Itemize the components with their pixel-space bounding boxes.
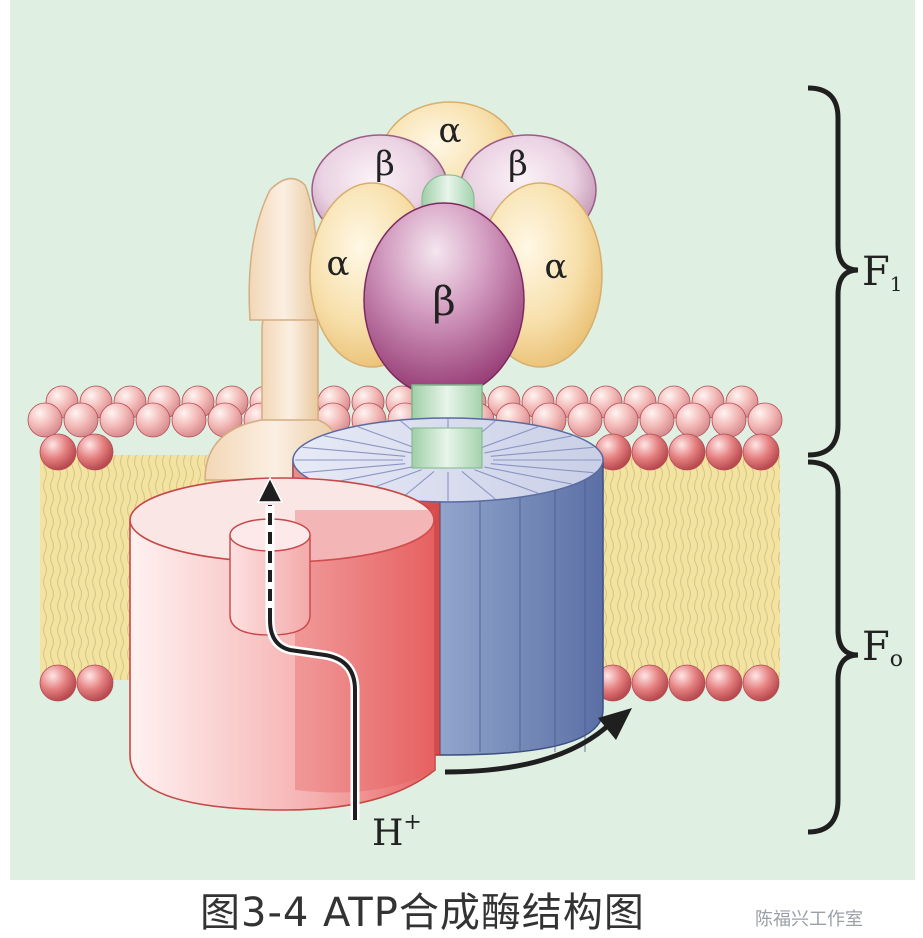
lipid-head — [63, 402, 99, 438]
watermark: 陈福兴工作室 — [755, 909, 863, 930]
alpha-right-label: α — [545, 247, 568, 287]
rotor-top-spoke — [484, 466, 572, 485]
lipid-head — [135, 402, 171, 438]
lipid-head — [705, 664, 743, 702]
lipid-head — [705, 433, 743, 471]
rotation-arrow — [444, 708, 632, 775]
rotor-top-spoke — [461, 470, 496, 500]
lipid-head — [171, 402, 207, 438]
lipid-head — [711, 402, 747, 438]
lipid-head — [742, 664, 780, 702]
f1-head: α β β α α β — [309, 101, 603, 398]
lipid-head — [76, 664, 114, 702]
lipid-heads-top-row — [39, 433, 780, 471]
lipid-head — [567, 402, 603, 438]
beta-left-label: β — [375, 144, 395, 184]
lipid-head — [742, 433, 780, 471]
lipid-head — [631, 664, 669, 702]
lipid-head — [27, 402, 63, 438]
lipid-head — [675, 402, 711, 438]
alpha-left-label: α — [327, 244, 350, 284]
rotor-top-spoke — [484, 435, 572, 454]
lipid-head — [39, 664, 77, 702]
beta-front-label: β — [432, 279, 455, 325]
fo-label: Fo — [862, 624, 903, 672]
rotor-top-spoke — [400, 470, 435, 500]
lipid-head — [603, 402, 639, 438]
alpha-top-label: α — [439, 111, 462, 151]
rotor-top-spoke — [302, 463, 406, 474]
beta-right-label: β — [508, 144, 528, 184]
proton-label: H+ — [372, 810, 422, 854]
lipid-head — [668, 433, 706, 471]
lipid-head — [639, 402, 675, 438]
lipid-head — [631, 433, 669, 471]
proton-path-arrow — [256, 476, 360, 820]
lipid-head — [39, 433, 77, 471]
rotor-top-spoke — [474, 469, 539, 494]
peripheral-stalk — [204, 177, 346, 481]
lipid-heads-bottom-row — [39, 664, 780, 702]
lipid-head — [99, 402, 135, 438]
f1-brace — [807, 85, 859, 458]
f1-label: F1 — [862, 249, 903, 296]
fo-brace — [807, 459, 859, 835]
rotor-top-spoke — [474, 426, 539, 451]
rotor-top-spoke — [490, 463, 594, 474]
lipid-head — [668, 664, 706, 702]
rotor-top-spoke — [302, 446, 406, 457]
lipid-head — [747, 402, 783, 438]
rotor-top-spoke — [324, 435, 412, 454]
rotor-top-spoke — [490, 446, 594, 457]
lipid-head — [76, 433, 114, 471]
figure-caption: 图3-4 ATP合成酶结构图 — [200, 890, 645, 936]
rotor-top-spoke — [357, 426, 422, 451]
